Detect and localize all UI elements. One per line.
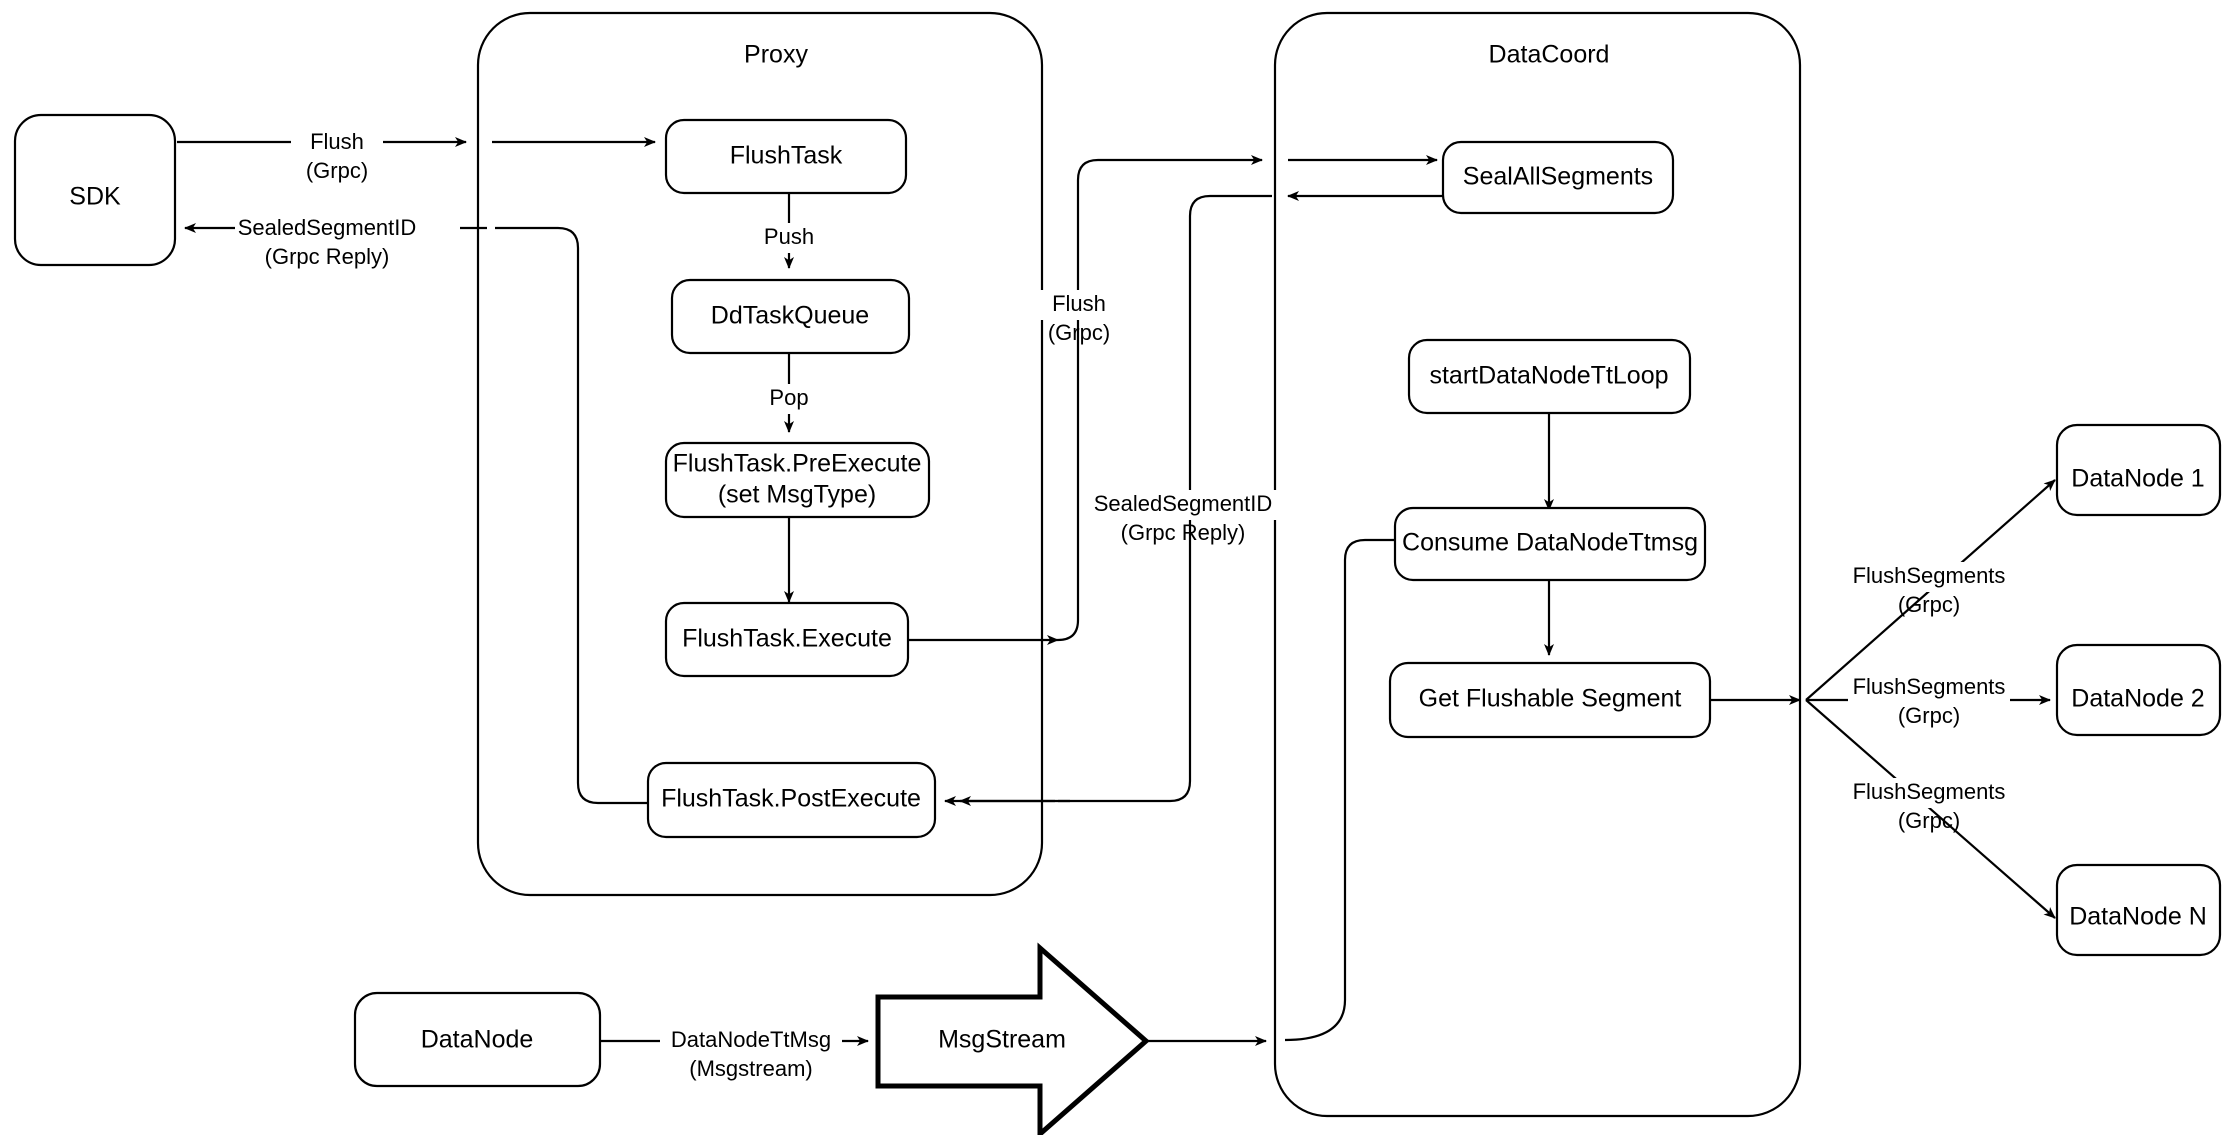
label-bg [1040,290,1118,320]
flushsegments-1-line2: (Grpc) [1898,592,1960,617]
sealedsegmentid-label-line2: (Grpc Reply) [265,244,390,269]
label-bg [1848,562,2010,592]
datanode-1-box-shape[interactable] [2055,423,2222,517]
node-flush-task[interactable]: FlushTask [664,118,908,195]
msgstream-label: MsgStream [938,1026,1066,1054]
flushtask-box-shape[interactable] [664,118,908,195]
label-pop: Pop [760,384,818,414]
edge-proxy-to-datacoord-flush [1057,155,1263,642]
flush-label-line2: (Grpc) [306,158,368,183]
flush-label-line1: Flush [310,129,364,154]
coord-flush-label-line1: Flush [1052,291,1106,316]
label-bg [1848,673,2010,703]
flushtask-label: FlushTask [730,142,843,170]
consumedatanodettmsg-box-shape[interactable] [1393,506,1707,582]
node-seal-all-segments[interactable]: SealAllSegments [1441,140,1675,215]
node-datanode-2[interactable]: DataNode 2 [2055,643,2222,737]
datanode-n-box-shape[interactable] [2055,863,2222,957]
postexecute-box-shape[interactable] [646,761,937,839]
coord-flush-label-line2: (Grpc) [1048,320,1110,345]
push-label: Push [764,224,814,249]
startdatanodettloop-label: startDataNodeTtLoop [1429,362,1668,390]
datacoord-container-label: DataCoord [1489,41,1610,69]
preexecute-label-line2: (set MsgType) [718,481,876,509]
label-flushsegments-1: FlushSegments (Grpc) [1848,562,2010,617]
datanode-source-box-shape[interactable] [353,991,602,1088]
label-bg [1093,490,1283,520]
label-push: Push [755,223,823,253]
node-get-flushable-segment[interactable]: Get Flushable Segment [1388,661,1712,739]
label-bg [760,384,818,414]
datanodettmsg-label-line1: DataNodeTtMsg [671,1027,831,1052]
label-datacoord-to-proxy-sealedsegmentid: SealedSegmentID (Grpc Reply) [1093,490,1283,545]
coord-reply-label-line2: (Grpc Reply) [1121,520,1246,545]
getflushablesegment-label: Get Flushable Segment [1419,685,1682,713]
postexecute-label: FlushTask.PostExecute [661,785,921,813]
msgstream-arrow-shape[interactable] [875,942,1150,1135]
flushsegments-2-line2: (Grpc) [1898,703,1960,728]
node-datanode-n[interactable]: DataNode N [2055,863,2222,957]
sealallsegments-label: SealAllSegments [1463,163,1653,191]
sdk-box-shape[interactable] [13,113,177,267]
label-proxy-to-datacoord-flush: Flush (Grpc) [1040,290,1118,345]
sealedsegmentid-label-line1: SealedSegmentID [238,215,417,240]
datanode-n-label: DataNode N [2069,903,2207,931]
label-bg [660,1026,842,1056]
node-flush-task-preexecute[interactable]: FlushTask.PreExecute (set MsgType) [664,441,931,519]
datanode-2-box-shape[interactable] [2055,643,2222,737]
proxy-container-label: Proxy [744,41,808,69]
sdk-label: SDK [69,183,121,211]
ddtaskqueue-box-shape[interactable] [670,278,911,355]
node-consume-datanode-ttmsg[interactable]: Consume DataNodeTtmsg [1393,506,1707,582]
getflushablesegment-box-shape[interactable] [1388,661,1712,739]
preexecute-label-line1: FlushTask.PreExecute [673,450,922,478]
node-flush-task-postexecute[interactable]: FlushTask.PostExecute [646,761,937,839]
node-dd-task-queue[interactable]: DdTaskQueue [670,278,911,355]
consumedatanodettmsg-label: Consume DataNodeTtmsg [1402,529,1698,557]
label-flushsegments-2: FlushSegments (Grpc) [1848,673,2010,728]
node-start-datanode-tt-loop[interactable]: startDataNodeTtLoop [1407,338,1692,415]
pop-label: Pop [769,385,808,410]
edge-hub-to-datanode-n [1805,699,2056,919]
flushsegments-1-line1: FlushSegments [1853,563,2006,588]
label-flushsegments-n: FlushSegments (Grpc) [1848,778,2010,833]
ddtaskqueue-label: DdTaskQueue [711,302,869,330]
execute-label: FlushTask.Execute [682,625,892,653]
edge-msgstream-to-consume [1284,535,1419,1042]
node-sdk[interactable]: SDK [13,113,177,267]
execute-box-shape[interactable] [664,601,910,678]
label-proxy-to-sdk-sealedsegmentid: SealedSegmentID (Grpc Reply) [235,214,460,269]
label-datanode-ttmsg: DataNodeTtMsg (Msgstream) [660,1026,842,1081]
node-msgstream[interactable]: MsgStream [875,942,1150,1135]
node-datanode-source[interactable]: DataNode [353,991,602,1088]
label-bg [755,223,823,253]
flushsegments-n-line2: (Grpc) [1898,808,1960,833]
label-bg [291,128,383,158]
coord-reply-label-line1: SealedSegmentID [1094,491,1273,516]
label-bg [235,214,460,244]
flushsegments-n-line1: FlushSegments [1853,779,2006,804]
startdatanodettloop-box-shape[interactable] [1407,338,1692,415]
node-datanode-1[interactable]: DataNode 1 [2055,423,2222,517]
datanode-1-label: DataNode 1 [2071,465,2204,493]
edge-postexecute-to-sdk-return [495,226,648,805]
datanode-2-label: DataNode 2 [2071,685,2204,713]
datanodettmsg-label-line2: (Msgstream) [689,1056,812,1081]
label-bg [1848,778,2010,808]
node-flush-task-execute[interactable]: FlushTask.Execute [664,601,910,678]
datanode-source-label: DataNode [421,1026,534,1054]
sealallsegments-box-shape[interactable] [1441,140,1675,215]
flushsegments-2-line1: FlushSegments [1853,674,2006,699]
preexecute-box-shape[interactable] [664,441,931,519]
label-sdk-to-proxy-flush: Flush (Grpc) [291,128,383,183]
